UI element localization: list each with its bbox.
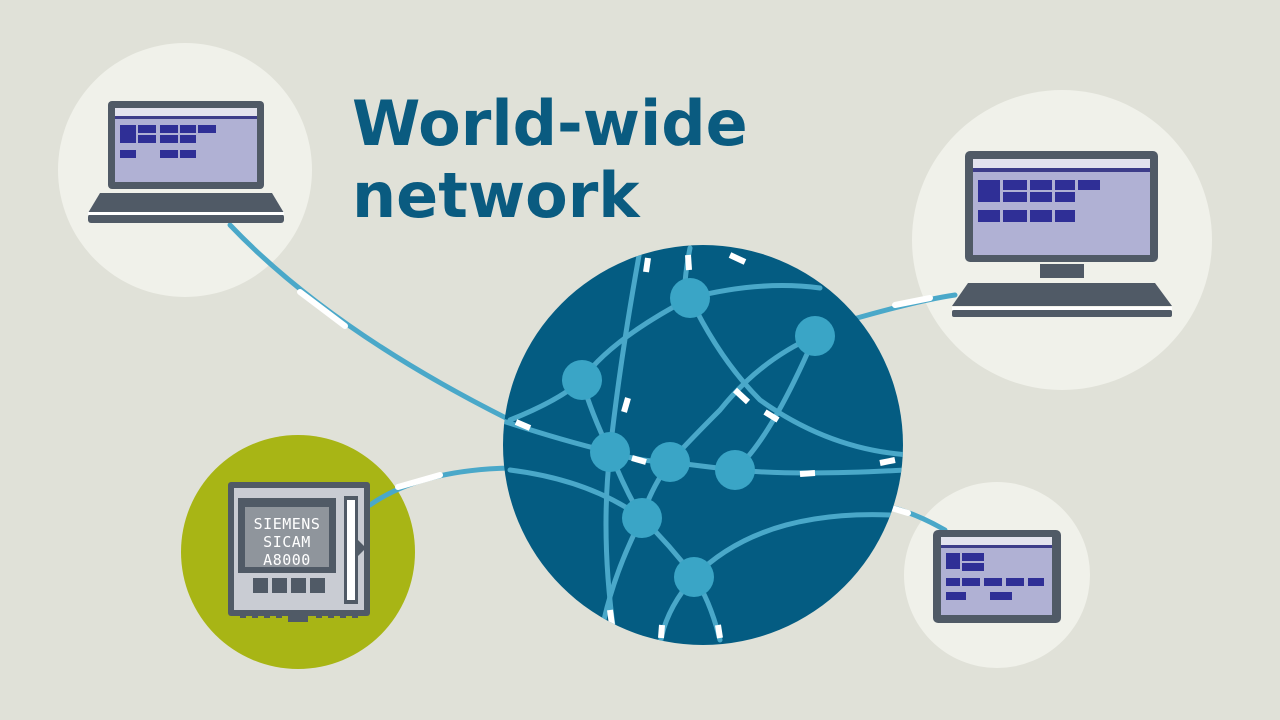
title-line1: World-wide [352,88,748,160]
node [670,278,710,318]
device-label-line1: SIEMENS [254,515,321,533]
link-laptop-dash [300,292,345,326]
node [562,360,602,400]
node [650,442,690,482]
device-label-line2: SICAM [263,533,311,551]
node [715,450,755,490]
node [622,498,662,538]
title-line2: network [352,160,748,232]
tablet-icon [933,530,1061,623]
diagram-title: World-wide network [352,88,748,232]
node [674,557,714,597]
laptop-icon [88,101,284,223]
link-device-dash [398,475,440,487]
sicam-device-icon: SIEMENS SICAM A8000 [228,482,370,622]
node [795,316,835,356]
link-desktop-dash [895,298,930,305]
desktop-icon [952,151,1172,317]
node [590,432,630,472]
device-label-line3: A8000 [263,551,311,569]
